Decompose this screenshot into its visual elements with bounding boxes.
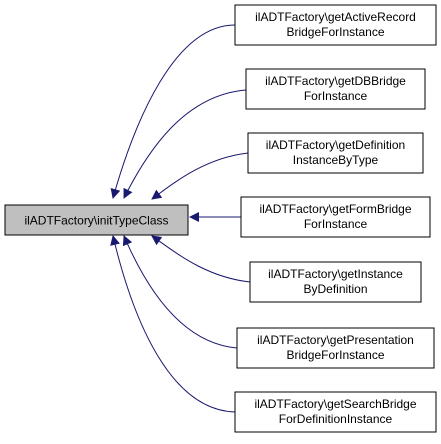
- caller-node-label-line1: ilADTFactory\getPresentation: [257, 333, 414, 347]
- root-node-label: ilADTFactory\initTypeClass: [24, 214, 168, 228]
- edge-getActiveRecordBridgeForInstance: [110, 24, 236, 199]
- edge-getSearchBridgeForDefinitionInstance: [110, 235, 236, 413]
- caller-node-label-line2: InstanceByType: [293, 153, 379, 167]
- caller-node-getFormBridgeForInstance[interactable]: ilADTFactory\getFormBridge ForInstance: [240, 196, 431, 238]
- caller-node-getSearchBridgeForDefinitionInstance[interactable]: ilADTFactory\getSearchBridge ForDefiniti…: [234, 391, 437, 433]
- caller-node-label-line1: ilADTFactory\getFormBridge: [259, 202, 411, 216]
- caller-node-getDBBridgeForInstance[interactable]: ilADTFactory\getDBBridge ForInstance: [245, 68, 426, 110]
- caller-node-label-line2: ForInstance: [304, 89, 368, 103]
- edge-getDefinitionInstanceByType: [151, 152, 249, 200]
- call-edges: [110, 24, 251, 413]
- root-node[interactable]: ilADTFactory\initTypeClass: [4, 204, 189, 236]
- caller-node-getActiveRecordBridgeForInstance[interactable]: ilADTFactory\getActiveRecord BridgeForIn…: [234, 4, 437, 46]
- caller-node-label-line1: ilADTFactory\getActiveRecord: [255, 10, 416, 24]
- caller-node-label-line1: ilADTFactory\getSearchBridge: [254, 397, 416, 411]
- caller-node-getDefinitionInstanceByType[interactable]: ilADTFactory\getDefinition InstanceByTyp…: [247, 132, 424, 174]
- caller-node-label-line2: ForInstance: [304, 217, 368, 231]
- caller-node-getPresentationBridgeForInstance[interactable]: ilADTFactory\getPresentation BridgeForIn…: [236, 327, 435, 369]
- caller-node-label-line1: ilADTFactory\getDBBridge: [265, 74, 406, 88]
- edge-getInstanceByDefinition: [151, 235, 251, 283]
- edge-getPresentationBridgeForInstance: [122, 235, 238, 349]
- caller-node-label-line2: BridgeForInstance: [286, 348, 384, 362]
- caller-node-label-line2: ForDefinitionInstance: [279, 412, 393, 426]
- caller-node-label-line1: ilADTFactory\getInstance: [268, 267, 403, 281]
- caller-node-label-line1: ilADTFactory\getDefinition: [266, 138, 405, 152]
- caller-node-getInstanceByDefinition[interactable]: ilADTFactory\getInstance ByDefinition: [249, 261, 422, 303]
- caller-node-label-line2: BridgeForInstance: [286, 25, 384, 39]
- caller-node-label-line2: ByDefinition: [303, 282, 367, 296]
- edge-getDBBridgeForInstance: [123, 89, 247, 199]
